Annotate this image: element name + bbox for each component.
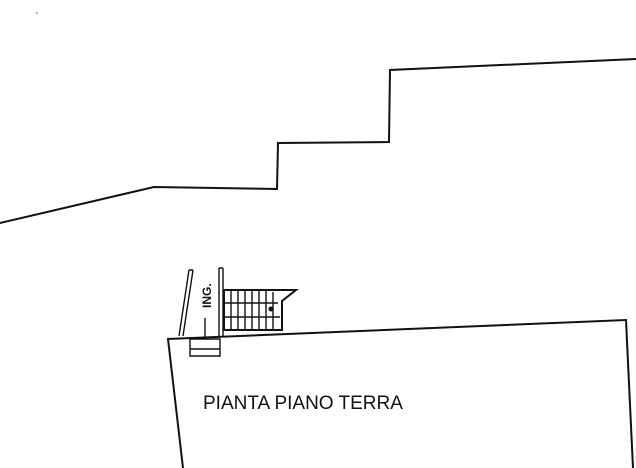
staircase-outline xyxy=(223,289,299,331)
staircase-treads xyxy=(224,290,280,330)
entrance-door xyxy=(189,318,221,357)
scan-speck xyxy=(36,12,38,14)
entrance-left-wall xyxy=(178,269,194,337)
building-outline xyxy=(166,318,635,468)
plan-title: PIANTA PIANO TERRA xyxy=(203,393,403,414)
entrance-label: ING. xyxy=(200,283,214,308)
entrance-right-wall xyxy=(218,267,224,336)
stair-direction-dot xyxy=(268,306,274,312)
stepped-boundary-line xyxy=(0,57,636,225)
